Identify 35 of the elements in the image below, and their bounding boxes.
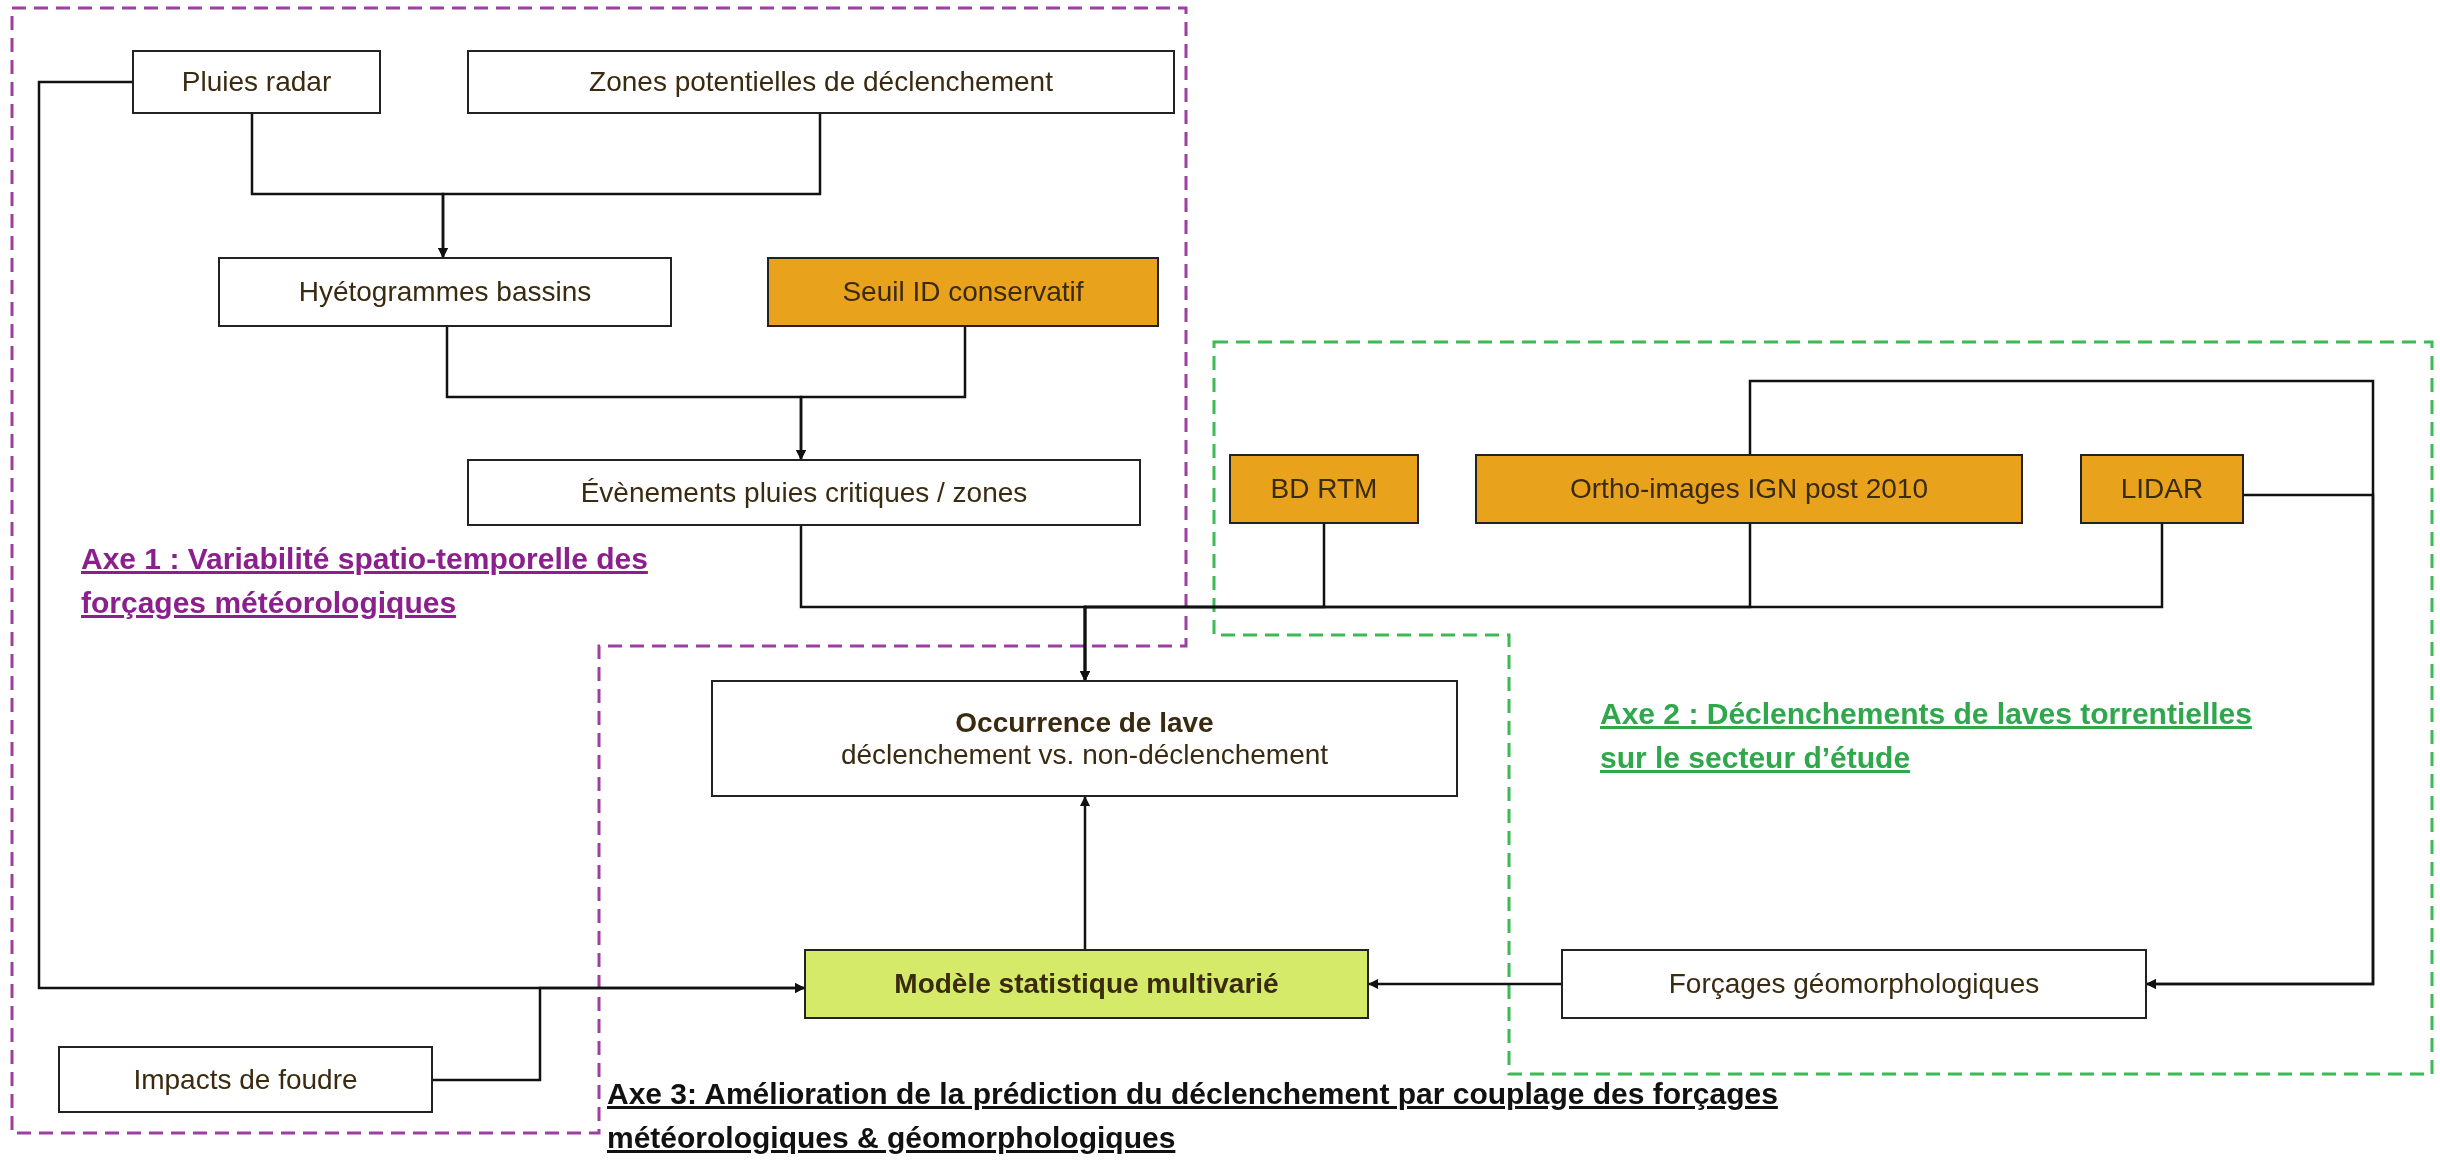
node-text: Zones potentielles de déclenchement [589, 66, 1053, 98]
process-box [467, 50, 1175, 114]
node-text: LIDAR [2120, 473, 2204, 505]
node-text: déclenchement vs. non-déclenchement [840, 738, 1329, 771]
node-text: Pluies radar [181, 66, 332, 98]
node-text: Hyétogrammes bassins [298, 276, 592, 308]
axis-heading: Axe 3: Amélioration de la prédiction du déclenchement par couplage des forçages météorologiques & géomorphologiques [607, 1076, 1779, 1156]
data-box [2080, 454, 2244, 524]
node-text: Seuil ID conservatif [842, 276, 1084, 308]
arrow [1748, 379, 2375, 989]
node-text: Évènements pluies critiques / zones [580, 476, 1028, 509]
arrow [796, 327, 967, 460]
data-box [1229, 454, 1419, 524]
node-text: Forçages géomorphologiques [1668, 968, 2040, 1000]
arrow [438, 114, 822, 258]
arrow [1080, 796, 1090, 949]
node-text: Ortho-images IGN post 2010 [1570, 473, 1928, 505]
axis-heading: Axe 2 : Déclenchements de laves torrentielles sur le secteur d’étude [1600, 696, 2253, 776]
model-box [804, 949, 1369, 1019]
data-box [1475, 454, 2023, 524]
node-text: Modèle statistique multivarié [894, 968, 1279, 1000]
node-text: Impacts de foudre [133, 1063, 358, 1096]
node-text: BD RTM [1270, 473, 1378, 505]
axis-heading: Axe 1 : Variabilité spatio-temporelle des forçages météorologiques [81, 541, 649, 621]
node-title: Occurrence de lave [955, 706, 1214, 739]
process-box [711, 680, 1458, 797]
arrow [1368, 979, 1561, 989]
process-box [467, 459, 1141, 526]
process-box [58, 1046, 433, 1113]
arrow [433, 983, 805, 1082]
process-box [1561, 949, 2147, 1019]
arrow [1080, 524, 2164, 681]
data-box [767, 257, 1159, 327]
process-box [218, 257, 672, 327]
process-box [132, 50, 381, 114]
